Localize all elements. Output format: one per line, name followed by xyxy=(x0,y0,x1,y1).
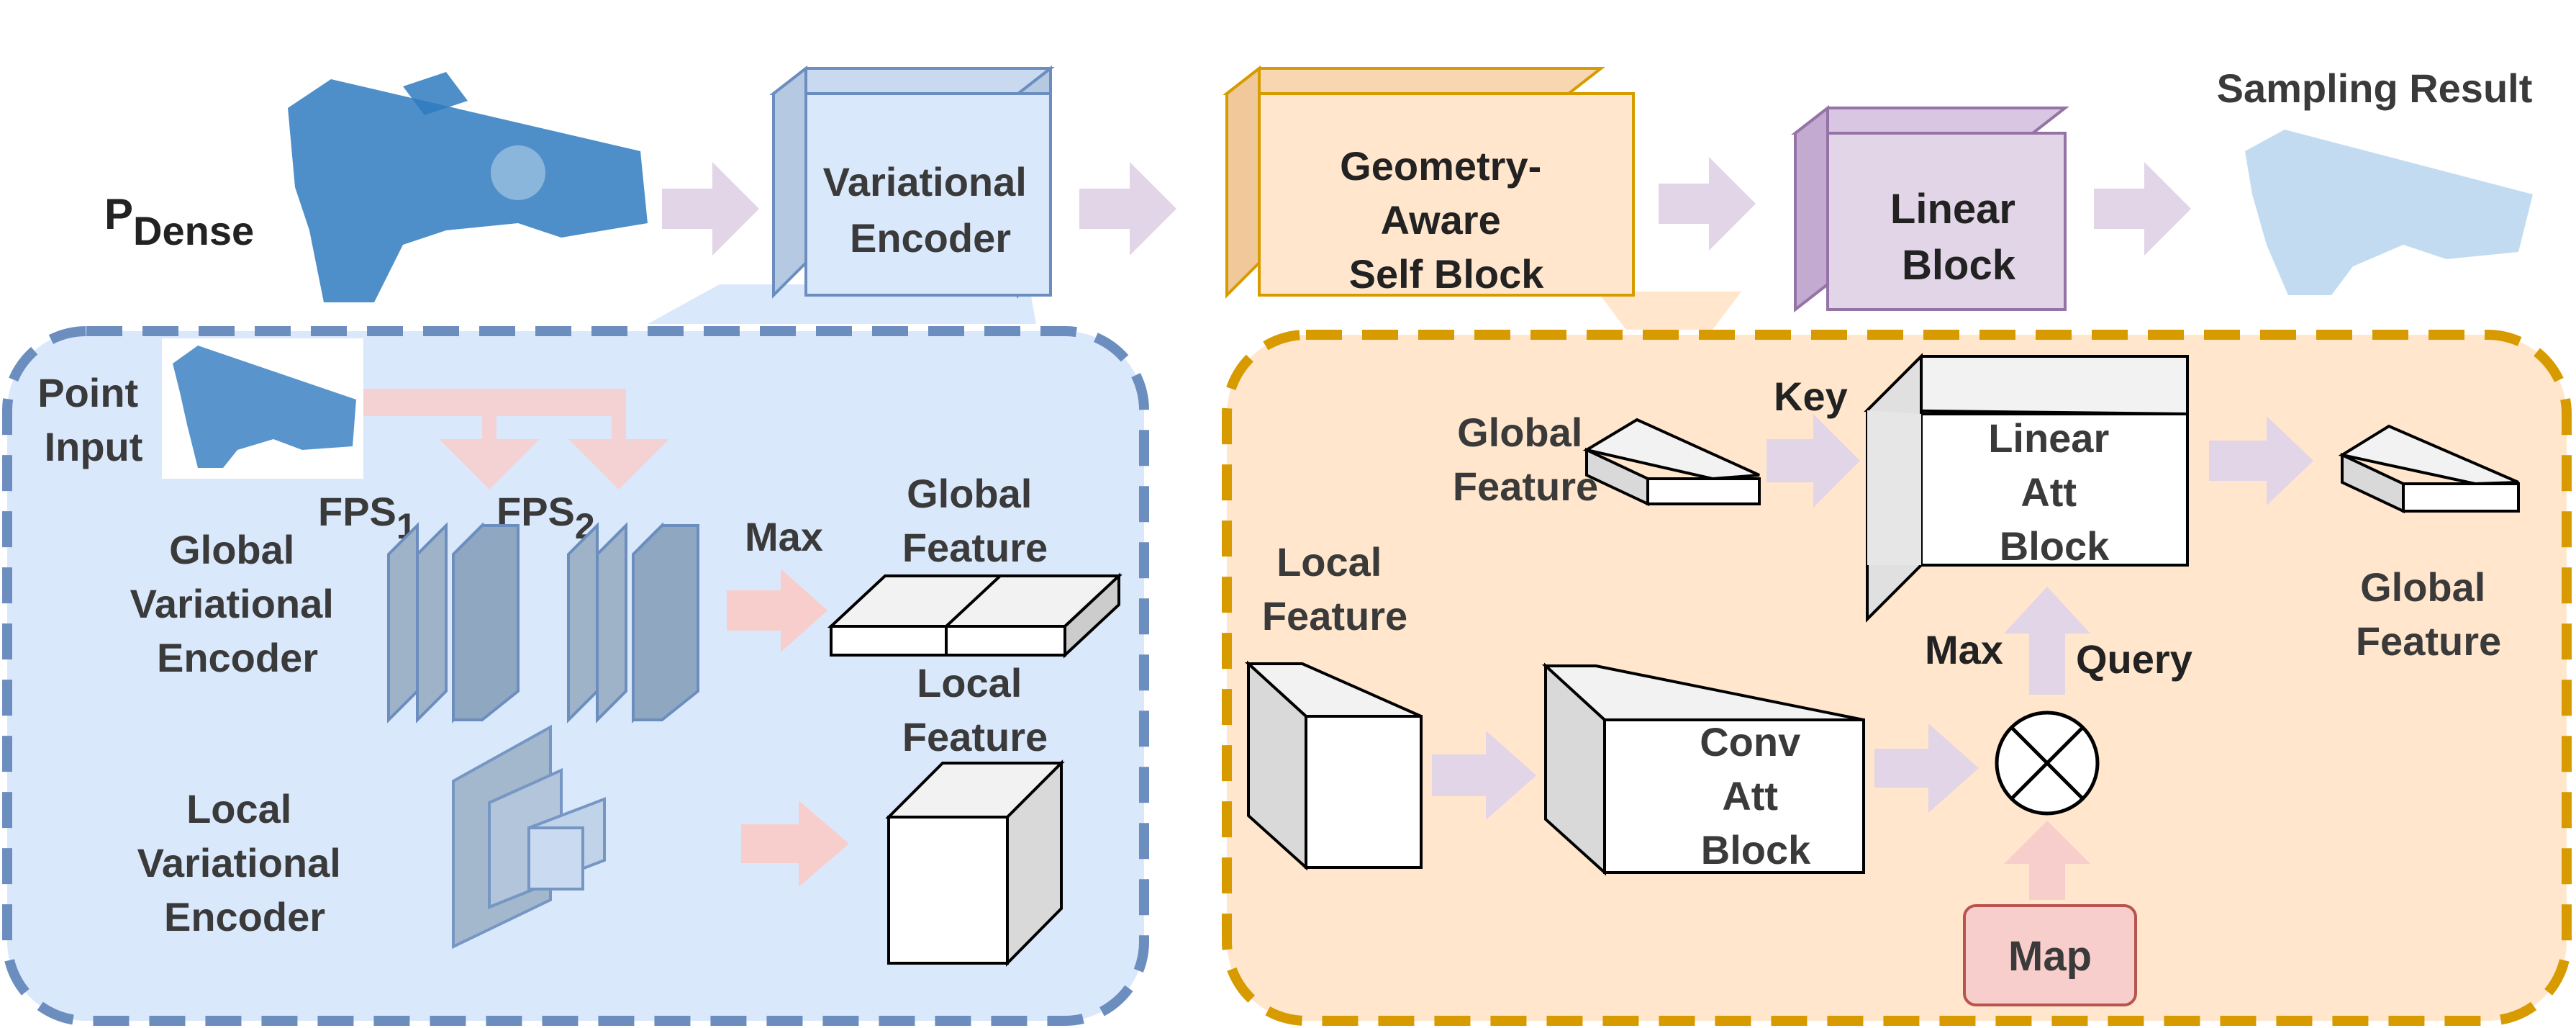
right-global-feature-in-box xyxy=(1582,418,1761,507)
left-local-feature-label: Local Feature xyxy=(902,660,1048,759)
right-global-feature-out-label: Global Feature xyxy=(2356,564,2501,664)
sampling-result-point-cloud xyxy=(2245,130,2533,295)
variational-encoder-label: Variational Encoder xyxy=(823,159,1038,261)
global-encoder-label: Global Variational Encoder xyxy=(130,527,345,680)
arrow-max-to-global xyxy=(727,569,827,652)
arrow-conv-to-multiply xyxy=(1874,723,1979,813)
local-encoder-pyramid xyxy=(452,724,606,950)
query-label: Query xyxy=(2076,636,2192,682)
point-input-cloud xyxy=(173,346,356,468)
right-global-feature-out-box xyxy=(2338,424,2520,514)
geometry-block-label: Geometry- Aware Self Block xyxy=(1340,143,1553,297)
dense-point-cloud xyxy=(288,72,648,302)
map-box: Map xyxy=(1963,904,2137,1006)
conv-att-block-label: Conv Att Block xyxy=(1700,719,1812,873)
left-max-label: Max xyxy=(745,514,823,559)
sampling-result-label: Sampling Result xyxy=(2217,66,2533,111)
left-global-feature-box xyxy=(827,572,1123,659)
arrow-multiply-to-linear-att xyxy=(2004,587,2090,695)
arrow-map-to-multiply xyxy=(2004,821,2090,900)
arrow-encoder-to-geometry xyxy=(1079,162,1176,256)
pink-flow-arrows xyxy=(363,389,669,490)
arrow-linear-to-result xyxy=(2094,162,2191,256)
arrow-local-encoder-to-feature xyxy=(741,801,849,887)
fps1-layer-stack xyxy=(387,522,520,723)
linear-block: Linear Block xyxy=(1791,104,2069,313)
input-label: PDense xyxy=(104,190,254,253)
arrow-local-to-conv xyxy=(1432,731,1536,820)
right-local-feature-cube xyxy=(1244,660,1423,871)
left-global-feature-label: Global Feature xyxy=(902,471,1048,570)
key-label: Key xyxy=(1774,374,1848,419)
linear-att-block: Linear Att Block xyxy=(1864,353,2189,623)
map-label: Map xyxy=(2008,933,2092,980)
multiply-node xyxy=(1995,711,2100,816)
right-local-feature-label: Local Feature xyxy=(1262,539,1407,639)
variational-encoder-block: Variational Encoder xyxy=(769,65,1055,299)
arrow-input-to-encoder xyxy=(662,162,759,256)
geometry-aware-self-block: Geometry- Aware Self Block xyxy=(1223,65,1635,299)
right-panel xyxy=(1222,330,2572,1026)
fps2-layer-stack xyxy=(567,522,699,723)
local-encoder-label: Local Variational Encoder xyxy=(137,786,353,939)
linear-block-label: Linear Block xyxy=(1890,186,2027,289)
left-local-feature-cube xyxy=(885,759,1065,967)
point-input-label: Point Input xyxy=(37,370,150,469)
right-max-label: Max xyxy=(1925,627,2003,672)
orange-panel-connector xyxy=(1597,292,1741,330)
arrow-linear-att-to-global xyxy=(2209,416,2313,505)
right-global-feature-in-label: Global Feature xyxy=(1453,410,1598,509)
linear-att-block-label: Linear Att Block xyxy=(1988,415,2121,569)
arrow-geometry-to-linear xyxy=(1659,157,1756,251)
arrow-key xyxy=(1767,414,1860,508)
conv-att-block: Conv Att Block xyxy=(1541,662,1865,876)
